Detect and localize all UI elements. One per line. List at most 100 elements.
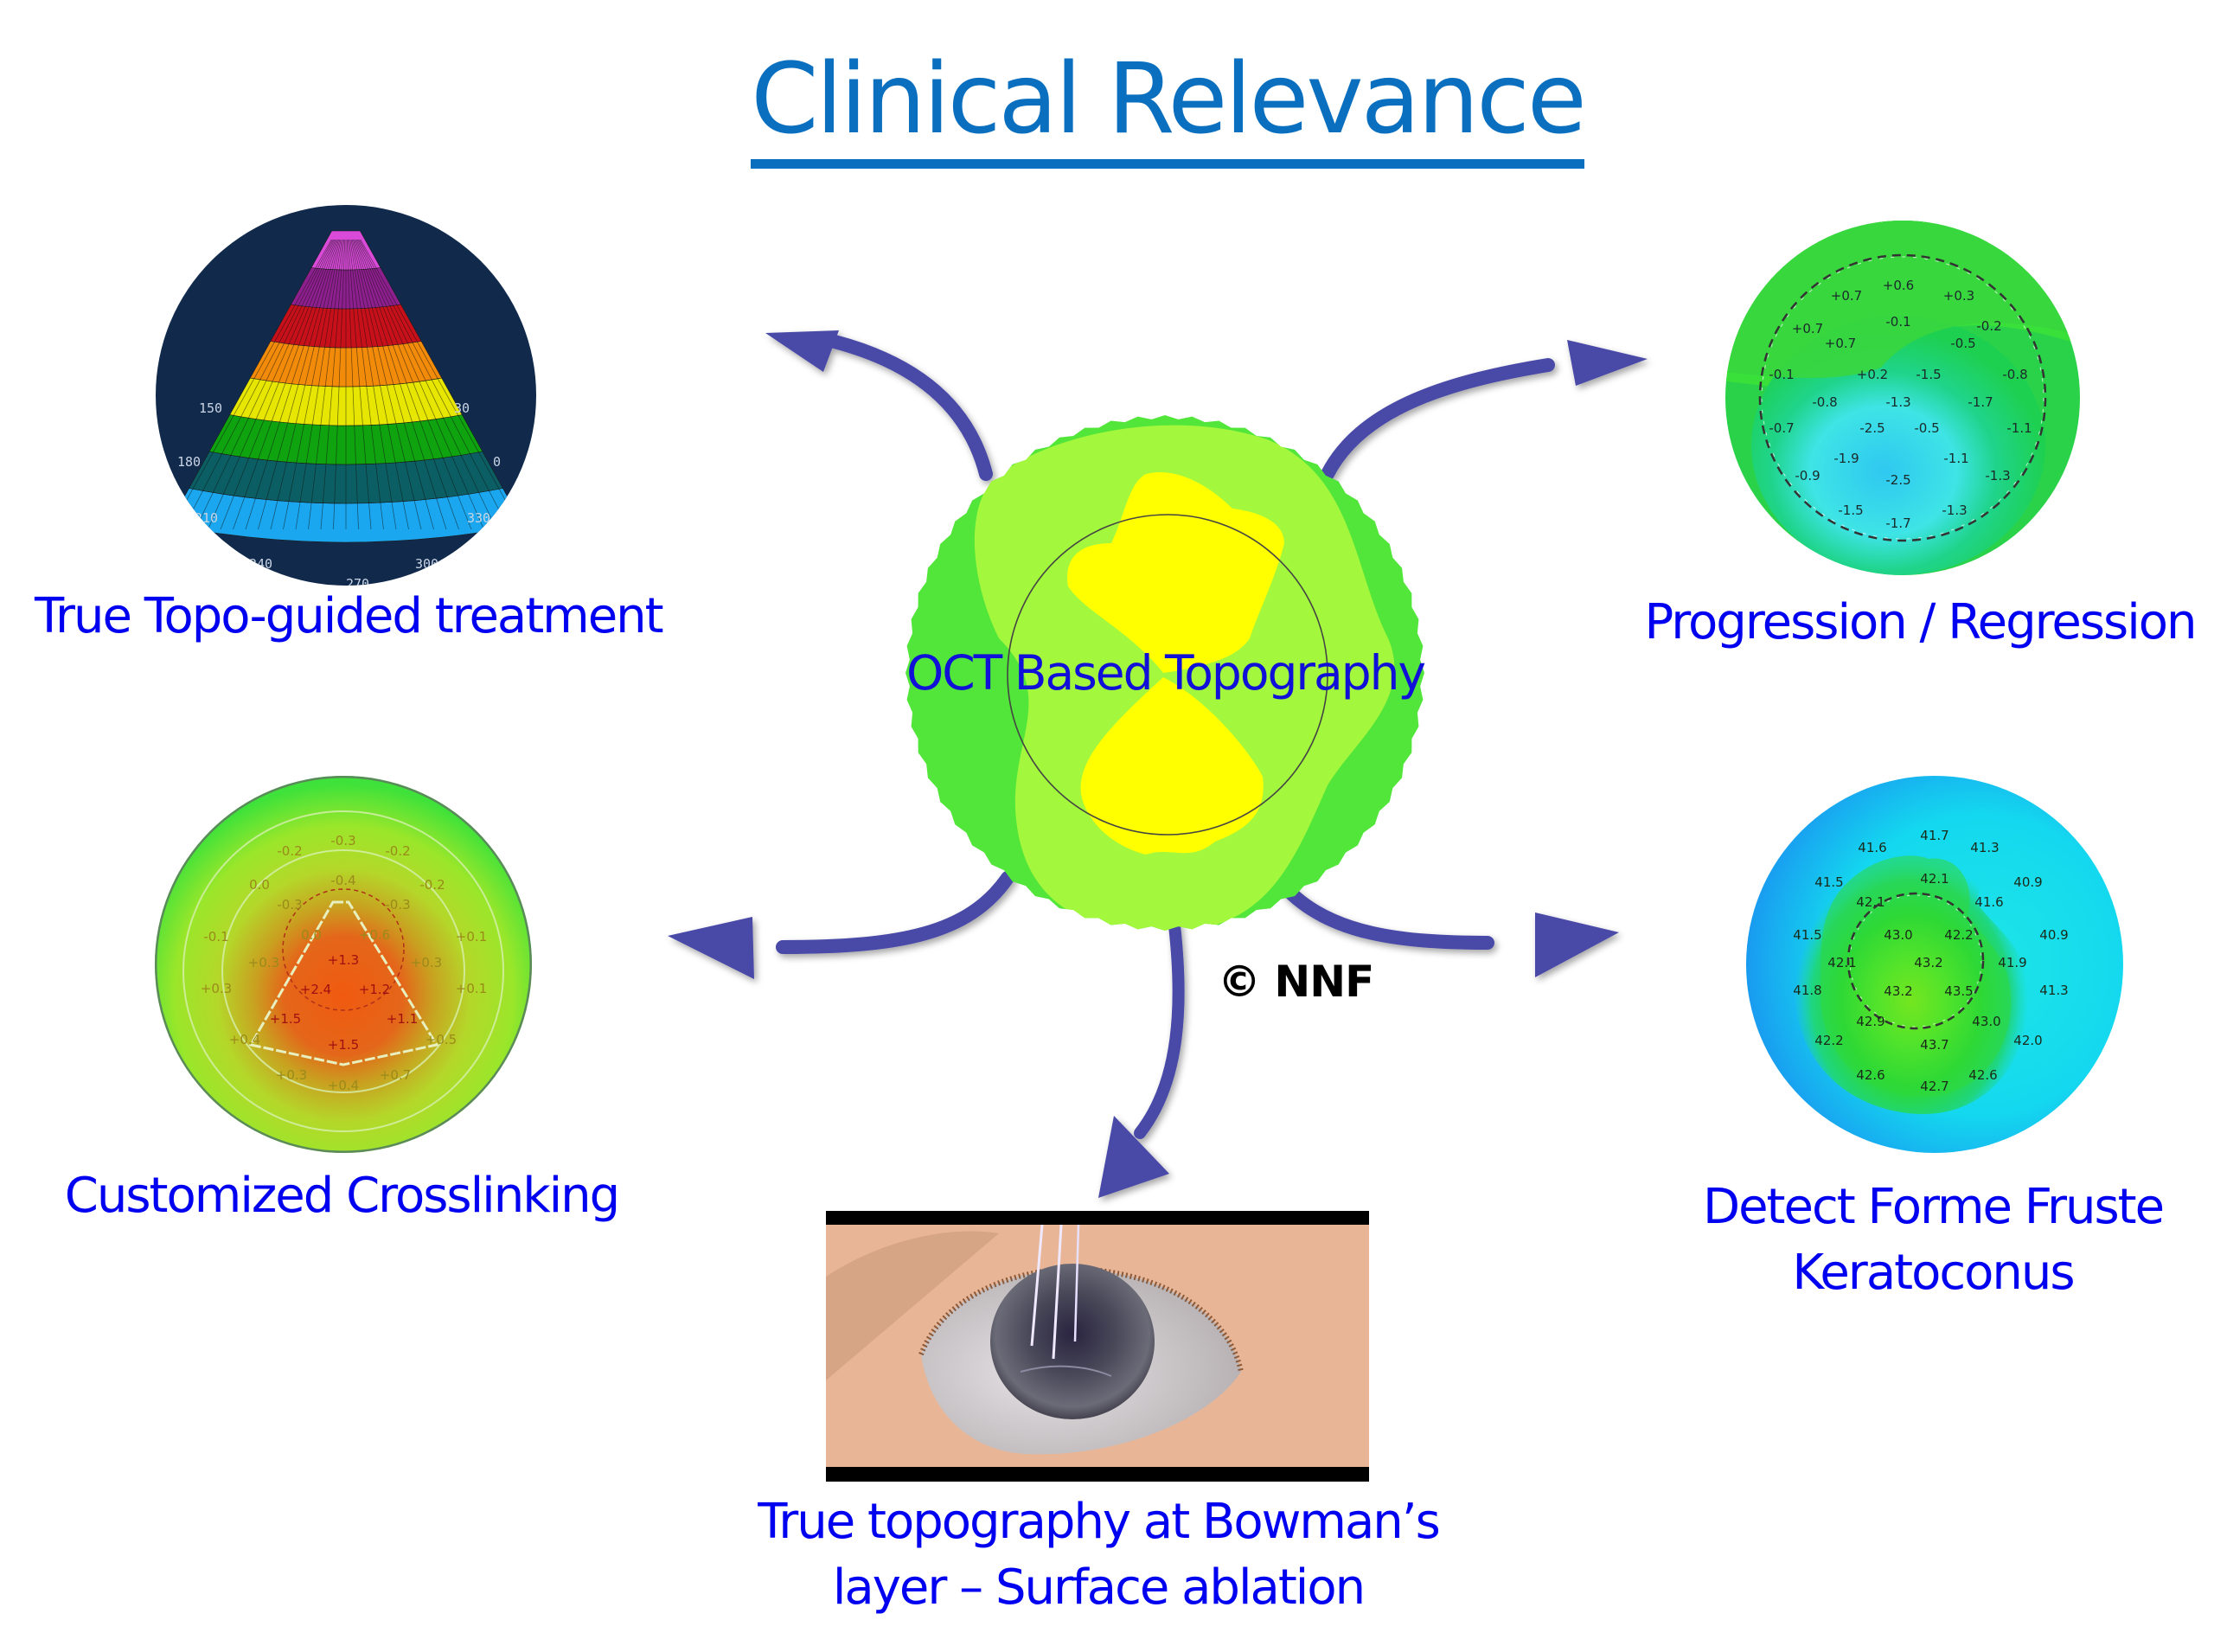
map-value-label: -0.1 <box>203 929 228 944</box>
map-value-label: -0.7 <box>1769 420 1794 436</box>
map-value-label: -1.3 <box>1985 468 2010 483</box>
map-value-label: 41.6 <box>1858 840 1886 855</box>
arrowhead-topo-guided <box>765 330 839 372</box>
map-value-label: -1.7 <box>1968 394 1993 410</box>
map-value-label: 40.9 <box>2039 927 2068 943</box>
map-value-label: -2.5 <box>1885 472 1910 488</box>
dome-facet-line <box>295 239 342 530</box>
map-value-label: 42.7 <box>1920 1079 1948 1094</box>
slide-title-text: Clinical Relevance <box>751 43 1587 169</box>
dome-facet-line <box>349 239 384 530</box>
map-value-label: -0.2 <box>419 877 445 893</box>
dome-facet-line <box>170 239 332 530</box>
map-value-label: +0.1 <box>456 981 487 996</box>
map-value-label: +0.7 <box>1831 288 1862 304</box>
label-bowman: True topography at Bowman’s layer – Surf… <box>752 1489 1444 1621</box>
map-value-label: 40.9 <box>2013 874 2042 890</box>
label-bowman-line-1: True topography at Bowman’s <box>758 1494 1441 1550</box>
map-value-label: -0.8 <box>1812 394 1837 410</box>
map-value-label: +0.6 <box>359 927 390 943</box>
progression-figure: +0.6+0.7+0.3+0.7-0.1-0.2+0.7-0.5-0.1+0.2… <box>1721 216 2084 579</box>
map-value-label: +1.5 <box>328 1037 359 1053</box>
slide-title: Clinical Relevance <box>0 43 2214 169</box>
arrow-to-forme-fruste <box>1282 884 1494 950</box>
map-value-label: +0.2 <box>1857 367 1888 382</box>
dome-axis-label: 330 <box>467 510 490 526</box>
dome-facet-line <box>333 239 346 530</box>
map-value-label: 42.2 <box>1944 927 1973 943</box>
dome-facet-line <box>320 239 344 530</box>
map-value-label: +1.5 <box>270 1011 301 1027</box>
dome-axis-label: 0 <box>493 454 501 470</box>
map-value-label: 0.0 <box>301 927 322 943</box>
map-value-label: 43.0 <box>1884 927 1912 943</box>
map-value-label: -0.9 <box>1795 468 1820 483</box>
map-value-label: -0.2 <box>1976 318 2001 334</box>
map-value-label: +0.6 <box>1883 278 1914 293</box>
dome-facet-line <box>182 239 333 530</box>
center-label-text: OCT Based Topography <box>905 645 1426 701</box>
oct-topography-figure <box>904 413 1427 932</box>
dome-axis-label: 240 <box>249 556 272 572</box>
dome-facet-line <box>354 239 447 530</box>
map-value-label: +0.4 <box>229 1032 260 1047</box>
dome-facet-line <box>233 239 337 530</box>
map-value-label: 41.7 <box>1920 828 1948 843</box>
map-value-label: 42.1 <box>1856 894 1884 910</box>
map-value-label: 42.6 <box>1856 1067 1884 1083</box>
map-value-label: -0.5 <box>1950 336 1975 351</box>
arrowhead-bowman <box>1098 1116 1169 1198</box>
map-value-label: -1.9 <box>1833 451 1859 466</box>
map-value-label: -0.1 <box>1769 367 1794 382</box>
dome-axis-label: 150 <box>199 400 222 416</box>
map-value-label: -1.1 <box>1943 451 1968 466</box>
map-value-label: -0.2 <box>277 843 302 859</box>
map-value-label: -1.5 <box>1916 367 1941 382</box>
laser-eye-photo <box>826 1211 1369 1482</box>
map-value-label: +1.2 <box>359 982 390 997</box>
dome-facet-line <box>220 239 336 530</box>
map-value-label: -0.3 <box>277 897 302 912</box>
dome-facet-line <box>350 239 409 530</box>
map-value-label: -0.8 <box>2002 367 2027 382</box>
dome-facet-line <box>258 239 339 530</box>
map-value-label: 41.3 <box>2039 983 2068 998</box>
map-value-label: -1.3 <box>1885 394 1910 410</box>
label-forme-fruste-line-2: Keratoconus <box>1792 1245 2075 1301</box>
dome-axis-label: 270 <box>346 576 369 586</box>
map-value-label: +0.3 <box>1943 288 1974 304</box>
dome-facet-line <box>351 239 422 530</box>
map-value-label: -2.5 <box>1859 420 1884 436</box>
dome-facet-line <box>308 239 343 530</box>
map-value-label: +0.1 <box>456 929 487 944</box>
label-topo-guided-line-1: True Topo-guided treatment <box>35 588 664 644</box>
label-forme-fruste: Detect Forme Fruste Keratoconus <box>1665 1175 2201 1306</box>
map-value-label: +1.1 <box>387 1011 418 1027</box>
map-value-label: 41.5 <box>1793 927 1821 943</box>
map-value-label: 43.5 <box>1944 983 1973 999</box>
map-value-label: +0.4 <box>328 1078 359 1093</box>
map-value-label: +2.4 <box>300 982 331 997</box>
copyright-notice: © NNF <box>1218 957 1374 1007</box>
oct-topography-image <box>905 415 1424 931</box>
map-value-label: -0.3 <box>385 897 410 912</box>
dome-axis-label: 210 <box>195 510 218 526</box>
dome-axis-label: 180 <box>177 454 201 470</box>
map-value-label: 41.3 <box>1970 840 1999 855</box>
map-value-label: +1.3 <box>328 952 359 968</box>
dome-facet-line <box>355 239 459 530</box>
label-progression-line-1: Progression / Regression <box>1644 594 2197 650</box>
label-bowman-line-2: layer – Surface ablation <box>832 1559 1366 1616</box>
center-label: OCT Based Topography <box>904 640 1427 706</box>
dome-axis-label: 30 <box>454 400 470 416</box>
map-value-label: -1.1 <box>2006 420 2032 436</box>
map-value-label: 41.9 <box>1998 955 2026 970</box>
arrow-to-bowman <box>1134 919 1185 1139</box>
map-value-label: 0.0 <box>249 877 270 893</box>
map-value-label: -1.5 <box>1838 503 1863 518</box>
